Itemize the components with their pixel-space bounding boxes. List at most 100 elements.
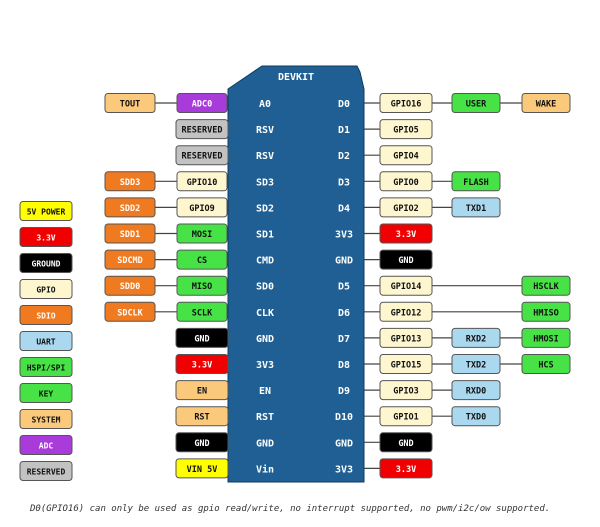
left-box-9-0: GND (175, 327, 229, 348)
left-box-12-0-rect (175, 406, 229, 427)
left-box-2-0-rect (175, 145, 229, 166)
left-pin-6: CMD (256, 256, 274, 267)
left-box-4-0-label: GPIO9 (189, 204, 215, 214)
board-body (227, 65, 365, 483)
legend-1-label: 3.3V (36, 234, 55, 243)
left-box-13-0-label: GND (194, 439, 209, 449)
right-box-8-2-rect (521, 301, 571, 322)
right-box-9-0-label: GPIO13 (391, 334, 422, 344)
left-pin-4: SD2 (256, 203, 274, 214)
left-box-2-0-label: RESERVED (182, 152, 223, 162)
legend-3-label: GPIO (36, 286, 55, 295)
left-box-4-1: SDD2 (104, 197, 156, 218)
legend-6-label: HSPI/SPI (27, 364, 66, 373)
right-pin-2: D2 (338, 151, 350, 162)
left-box-8-1-label: SDCLK (117, 308, 143, 318)
right-box-14-0-rect (379, 458, 433, 479)
right-pin-4: D4 (338, 203, 350, 214)
legend-9: ADC (19, 435, 73, 455)
left-box-7-1-rect (104, 275, 156, 296)
left-box-0-1-label: TOUT (120, 100, 140, 110)
left-box-3-1: SDD3 (104, 171, 156, 192)
left-box-7-1: SDD0 (104, 275, 156, 296)
left-box-4-0-rect (176, 197, 228, 218)
right-box-4-0-rect (379, 197, 433, 218)
right-box-8-0-label: GPIO12 (391, 308, 422, 318)
left-box-0-1: TOUT (104, 93, 156, 113)
right-box-0-0-label: GPIO16 (391, 100, 422, 110)
left-pin-1: RSV (256, 125, 274, 136)
right-box-10-2: HCS (521, 354, 571, 374)
left-box-0-0: ADC0 (176, 93, 228, 113)
right-pin-3: D3 (338, 177, 350, 188)
right-box-12-0-rect (379, 406, 433, 427)
left-pin-8: CLK (256, 308, 274, 319)
legend-5: UART (19, 331, 73, 351)
right-box-9-2-rect (521, 327, 571, 348)
left-box-5-1: SDD1 (104, 223, 156, 244)
right-box-10-2-label: HCS (538, 361, 553, 371)
left-box-6-1-label: SDCMD (117, 256, 143, 266)
legend-10: RESERVED (19, 461, 73, 481)
right-box-8-2-label: HMISO (533, 308, 559, 318)
left-box-12-0-label: RST (194, 413, 209, 423)
right-box-11-1-rect (451, 380, 501, 401)
right-box-2-0: GPIO4 (379, 145, 433, 166)
board-title: DEVKIT (278, 72, 314, 83)
left-box-5-0: MOSI (176, 223, 228, 244)
right-box-7-0: GPIO14 (379, 275, 433, 296)
right-box-0-1: USER (451, 93, 501, 113)
right-box-0-0-rect (379, 93, 433, 113)
right-box-12-0-label: GPIO1 (393, 413, 419, 423)
right-box-12-1: TXD0 (451, 406, 501, 427)
right-box-10-0-rect (379, 354, 433, 374)
legend-6-rect (19, 357, 73, 377)
left-pin-0: A0 (259, 99, 271, 110)
right-pin-14: 3V3 (335, 464, 353, 475)
left-box-3-0: GPIO10 (176, 171, 228, 192)
legend-8-rect (19, 409, 73, 429)
left-pin-3: SD3 (256, 177, 274, 188)
left-box-6-0: CS (176, 249, 228, 270)
legend-5-label: UART (36, 338, 55, 347)
left-pin-9: GND (256, 334, 274, 345)
legend-3: GPIO (19, 279, 73, 299)
right-box-4-1-rect (451, 197, 501, 218)
left-box-13-0: GND (175, 432, 229, 453)
right-box-11-1-label: RXD0 (466, 387, 486, 397)
right-box-1-0: GPIO5 (379, 119, 433, 140)
right-pin-1: D1 (338, 125, 350, 136)
left-box-10-0-rect (175, 354, 229, 374)
legend-3-rect (19, 279, 73, 299)
left-box-6-1: SDCMD (104, 249, 156, 270)
left-box-3-0-label: GPIO10 (187, 178, 218, 188)
right-box-11-0: GPIO3 (379, 380, 433, 401)
right-box-9-2: HMOSI (521, 327, 571, 348)
left-box-8-1: SDCLK (104, 301, 156, 322)
right-box-0-2-rect (521, 93, 571, 113)
right-pin-8: D6 (338, 308, 350, 319)
left-box-2-0: RESERVED (175, 145, 229, 166)
left-pin-14: Vin (256, 463, 274, 475)
right-box-4-0: GPIO2 (379, 197, 433, 218)
right-pin-13: GND (335, 438, 353, 449)
right-box-13-0: GND (379, 432, 433, 453)
left-box-4-0: GPIO9 (176, 197, 228, 218)
legend-10-label: RESERVED (27, 468, 66, 477)
left-box-1-0-rect (175, 119, 229, 140)
right-box-10-1-rect (451, 354, 501, 374)
right-box-9-1-rect (451, 327, 501, 348)
left-box-5-1-rect (104, 223, 156, 244)
right-box-10-1-label: TXD2 (466, 361, 486, 371)
footnote: D0(GPIO16) can only be used as gpio read… (29, 504, 550, 514)
right-box-0-2: WAKE (521, 93, 571, 113)
legend-4: SDIO (19, 305, 73, 325)
left-box-3-0-rect (176, 171, 228, 192)
left-box-14-0-rect (175, 458, 229, 479)
legend-0-rect (19, 201, 73, 221)
right-box-12-1-rect (451, 406, 501, 427)
left-box-14-0: VIN 5V (175, 458, 229, 479)
left-box-0-0-label: ADC0 (192, 100, 212, 110)
